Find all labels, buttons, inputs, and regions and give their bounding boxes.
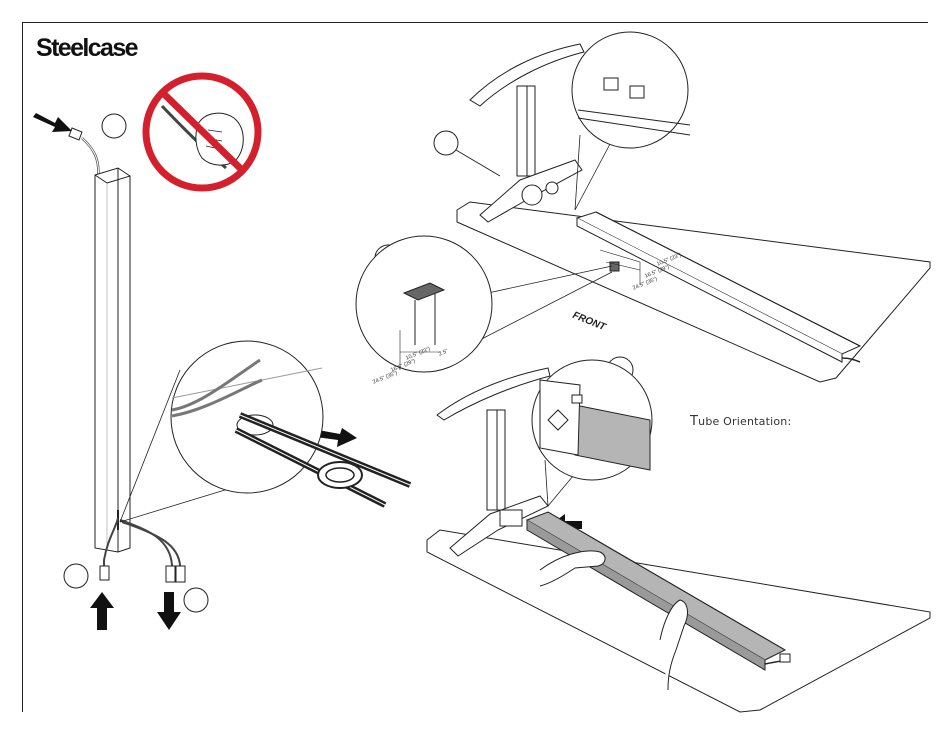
desk-bottom-figure [427, 368, 930, 712]
vertical-tube-figure [69, 128, 185, 582]
connector-detail-magnifier [572, 32, 690, 210]
tube-orientation-initial: T [690, 414, 698, 429]
tube-orientation-rest: ube Orientation: [698, 415, 791, 428]
grommet-detail-magnifier [120, 341, 410, 522]
no-pull-cable-sign [146, 76, 258, 188]
tube-detail-magnifier [532, 360, 652, 506]
desk-top-figure [456, 44, 930, 382]
tube-orientation-label: Tube Orientation: [690, 414, 791, 429]
